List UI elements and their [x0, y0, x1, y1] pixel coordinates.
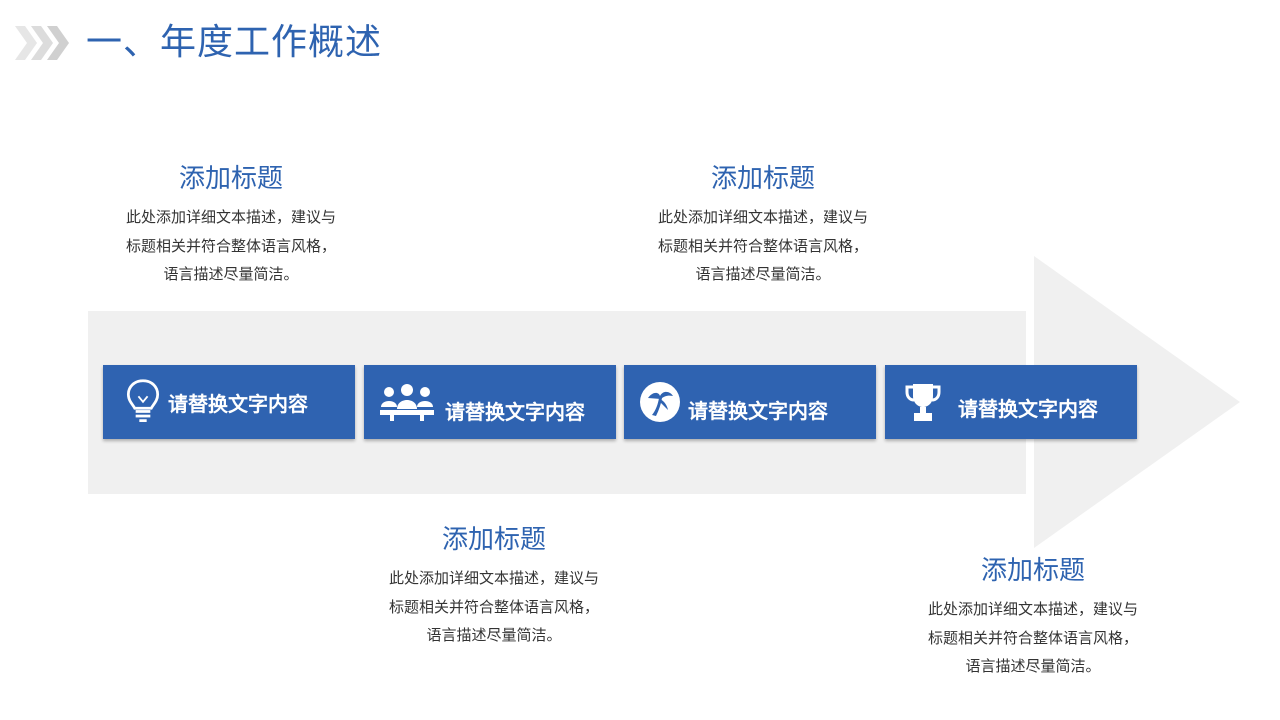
- chevrons-decoration-icon: [15, 26, 69, 60]
- step-box-4: 请替换文字内容: [885, 365, 1137, 439]
- info-title-4: 添加标题: [980, 556, 1085, 586]
- page-title: 一、年度工作概述: [86, 22, 383, 63]
- palm-tree-icon: [640, 382, 680, 422]
- step-box-1: 请替换文字内容: [103, 365, 355, 439]
- info-title-1: 添加标题: [178, 164, 283, 194]
- info-text-2: 此处添加详细文本描述，建议与标题相关并符合整体语言风格，语言描述尽量简洁。: [657, 208, 868, 283]
- info-text-4: 此处添加详细文本描述，建议与标题相关并符合整体语言风格，语言描述尽量简洁。: [927, 600, 1138, 675]
- step-label-1: 请替换文字内容: [168, 392, 308, 416]
- step-label-2: 请替换文字内容: [445, 400, 585, 424]
- lightbulb-icon: [126, 379, 160, 422]
- step-box-3: 请替换文字内容: [624, 365, 876, 439]
- info-block-4: 添加标题 此处添加详细文本描述，建议与标题相关并符合整体语言风格，语言描述尽量简…: [913, 553, 1153, 681]
- step-label-4: 请替换文字内容: [958, 397, 1098, 421]
- trophy-icon: [905, 384, 941, 421]
- info-text-3: 此处添加详细文本描述，建议与标题相关并符合整体语言风格，语言描述尽量简洁。: [388, 569, 599, 644]
- team-meeting-icon: [380, 384, 434, 421]
- info-block-2: 添加标题 此处添加详细文本描述，建议与标题相关并符合整体语言风格，语言描述尽量简…: [643, 161, 883, 289]
- step-label-3: 请替换文字内容: [688, 399, 828, 423]
- info-block-1: 添加标题 此处添加详细文本描述，建议与标题相关并符合整体语言风格，语言描述尽量简…: [111, 161, 351, 289]
- info-block-3: 添加标题 此处添加详细文本描述，建议与标题相关并符合整体语言风格，语言描述尽量简…: [374, 522, 614, 650]
- info-title-3: 添加标题: [441, 525, 546, 555]
- info-title-2: 添加标题: [710, 164, 815, 194]
- step-box-2: 请替换文字内容: [364, 365, 616, 439]
- info-text-1: 此处添加详细文本描述，建议与标题相关并符合整体语言风格，语言描述尽量简洁。: [125, 208, 336, 283]
